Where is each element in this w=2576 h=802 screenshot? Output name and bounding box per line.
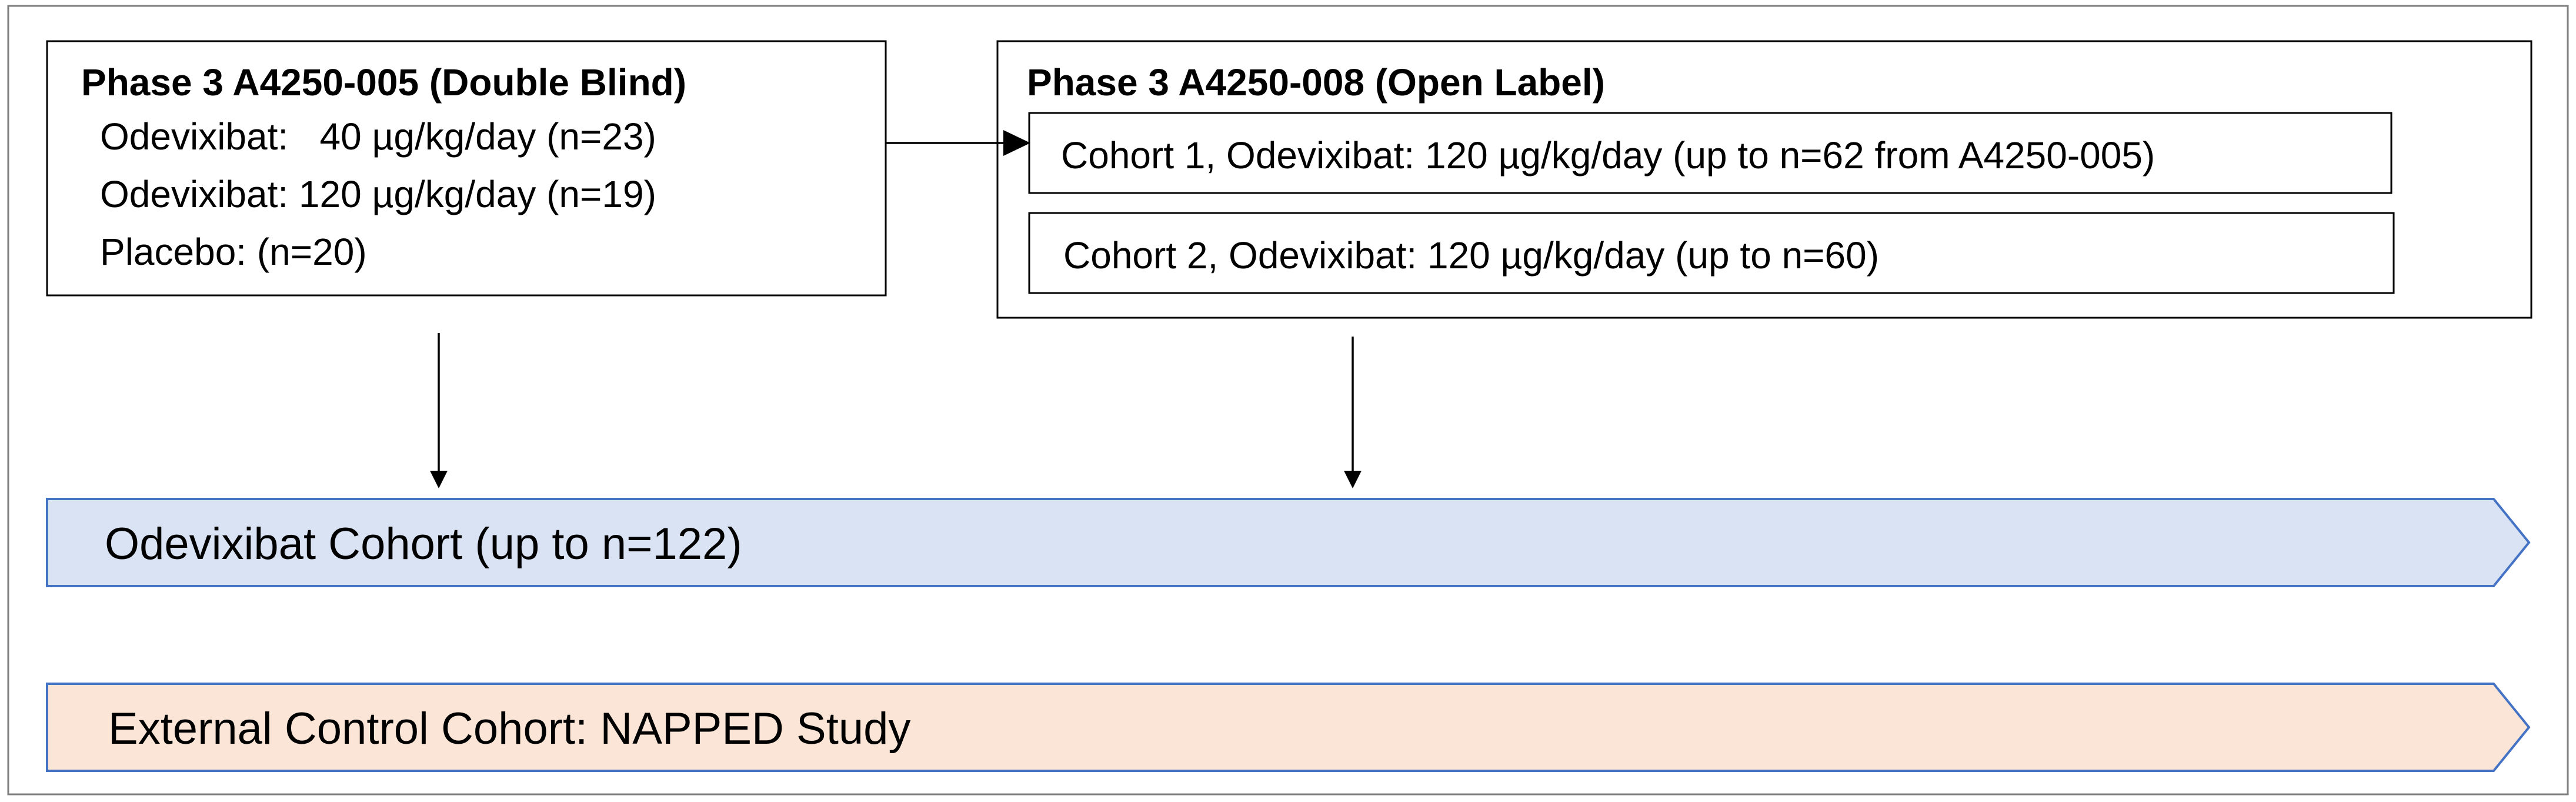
down-arrow-005-head — [430, 471, 448, 488]
odevixibat-cohort-arrow: Odevixibat Cohort (up to n=122) — [46, 498, 2531, 587]
cohort-2-box: Cohort 2, Odevixibat: 120 µg/kg/day (up … — [1028, 212, 2395, 294]
external-control-cohort-shape — [46, 683, 2531, 772]
cohort-1-box: Cohort 1, Odevixibat: 120 µg/kg/day (up … — [1028, 112, 2393, 194]
outer-frame — [7, 5, 2569, 796]
down-arrow-005 — [430, 333, 448, 488]
external-control-cohort-arrow: External Control Cohort: NAPPED Study — [46, 683, 2531, 772]
down-arrow-008-head — [1344, 471, 1362, 488]
odevixibat-cohort-label: Odevixibat Cohort (up to n=122) — [105, 519, 742, 569]
rollover-arrowhead — [1003, 130, 1030, 156]
study-008-title: Phase 3 A4250-008 (Open Label) — [1027, 61, 1605, 104]
rollover-connector — [886, 130, 1030, 156]
cohort-1-border — [1028, 112, 2393, 194]
study-005-title: Phase 3 A4250-005 (Double Blind) — [81, 61, 686, 104]
study-005-line-2: Odevixibat: 120 µg/kg/day (n=19) — [100, 173, 656, 215]
study-005-box: Phase 3 A4250-005 (Double Blind) Odevixi… — [46, 40, 887, 297]
study-005-border — [46, 40, 887, 297]
odevixibat-cohort-shape — [46, 498, 2531, 587]
external-control-cohort-label: External Control Cohort: NAPPED Study — [108, 704, 910, 754]
study-008-box: Phase 3 A4250-008 (Open Label) Cohort 1,… — [996, 40, 2532, 319]
cohort-1-label: Cohort 1, Odevixibat: 120 µg/kg/day (up … — [1061, 134, 2155, 177]
cohort-2-label: Cohort 2, Odevixibat: 120 µg/kg/day (up … — [1063, 234, 1879, 277]
cohort-2-border — [1028, 212, 2395, 294]
study-005-line-3: Placebo: (n=20) — [100, 231, 367, 273]
study-005-line-1: Odevixibat: 40 µg/kg/day (n=23) — [100, 115, 656, 158]
down-arrow-008 — [1344, 337, 1362, 488]
